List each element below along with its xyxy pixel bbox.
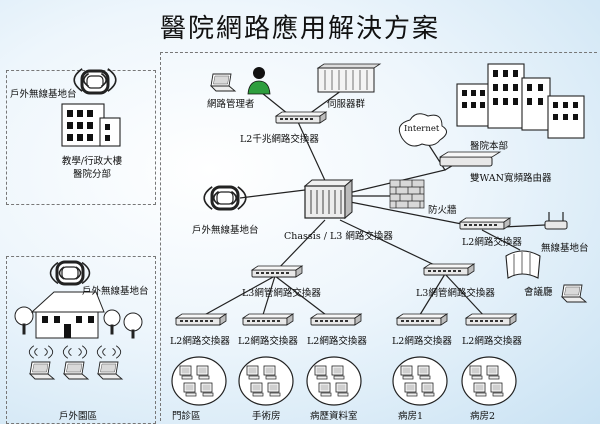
l2-gigabit-switch-label: L2千兆網路交換器 — [240, 134, 319, 145]
admin-building-label: 教學/行政大樓 — [61, 156, 123, 167]
chassis-switch-label: Chassis / L3 網路交換器 — [284, 231, 393, 242]
internet-label: Internet — [404, 124, 440, 134]
l3-switch-right-label: L3網管網路交換器 — [416, 288, 495, 299]
outdoor-garden-label: 戶外園區 — [58, 411, 97, 422]
ward1-label: 病房1 — [398, 411, 424, 422]
internet-cloud-icon — [398, 113, 447, 147]
pc-cluster-surgery — [238, 356, 294, 406]
dual-wan-router-label: 雙WAN寬頻路由器 — [470, 173, 552, 184]
meeting-laptop-icon — [561, 284, 587, 303]
outdoor-ap-admin-label: 戶外無線基地台 — [10, 89, 77, 100]
wireless-ap-icon — [544, 212, 568, 230]
l2-switch-right-icon — [459, 217, 511, 230]
laptop-icon — [97, 361, 123, 380]
garden-laptops — [28, 345, 123, 380]
firewall-label: 防火牆 — [428, 205, 457, 216]
dual-wan-router-icon — [438, 151, 502, 167]
outpatient-label: 門診區 — [172, 411, 201, 422]
server-group-icon — [316, 63, 382, 93]
outdoor-ap-garden-icon — [49, 260, 91, 286]
l2-gigabit-switch-icon — [275, 111, 327, 124]
laptop-icon — [63, 361, 89, 380]
network-admin-icon — [210, 67, 271, 95]
l3-switch-right-icon — [423, 263, 475, 276]
chassis-switch-icon — [303, 178, 354, 220]
l2-switch-ward2-label: L2網路交換器 — [462, 336, 522, 347]
l2-switch-records-label: L2網路交換器 — [307, 336, 367, 347]
l2-switch-records-icon — [310, 313, 362, 326]
ward2-label: 病房2 — [470, 411, 496, 422]
pc-cluster-records — [306, 356, 362, 406]
network-links — [198, 87, 546, 319]
firewall-icon — [389, 179, 425, 209]
pc-cluster-ward2 — [461, 356, 517, 406]
outdoor-ap-center-icon — [203, 185, 247, 211]
l2-switch-ward2-icon — [465, 313, 517, 326]
garden-house-icon — [14, 291, 143, 339]
l2-switch-surgery-label: L2網路交換器 — [238, 336, 298, 347]
medical-records-label: 病歷資料室 — [310, 411, 358, 422]
l2-switch-right-label: L2網路交換器 — [462, 237, 522, 248]
l3-switch-left-icon — [251, 265, 303, 278]
l2-switch-outpatient-label: L2網路交換器 — [170, 336, 230, 347]
wireless-ap-label: 無線基地台 — [541, 243, 589, 254]
meeting-room-icon — [505, 250, 587, 303]
hospital-branch-label: 醫院分部 — [72, 169, 111, 180]
l3-switch-left-label: L3網管網路交換器 — [242, 288, 321, 299]
page-title: 醫院網路應用解決方案 — [159, 14, 440, 44]
outdoor-ap-admin-icon — [73, 68, 117, 95]
pc-cluster-ward1 — [392, 356, 448, 406]
hospital-hq-building-icon — [456, 63, 585, 139]
outdoor-ap-center-label: 戶外無線基地台 — [192, 225, 259, 236]
server-group-label: 伺服器群 — [327, 99, 366, 110]
pc-cluster-outpatient — [171, 356, 227, 406]
hospital-hq-label: 醫院本部 — [470, 141, 509, 152]
l2-switch-outpatient-icon — [175, 313, 227, 326]
l2-switch-ward1-icon — [396, 313, 448, 326]
meeting-room-label: 會議廳 — [524, 287, 553, 298]
outdoor-ap-garden-label: 戶外無線基地台 — [82, 286, 149, 297]
network-admin-label: 網路管理者 — [207, 99, 255, 110]
laptop-icon — [29, 361, 55, 380]
surgery-label: 手術房 — [252, 411, 281, 422]
l2-switch-ward1-label: L2網路交換器 — [392, 336, 452, 347]
l2-switch-surgery-icon — [242, 313, 294, 326]
admin-building-icon — [61, 103, 121, 147]
hq-region — [160, 52, 597, 421]
